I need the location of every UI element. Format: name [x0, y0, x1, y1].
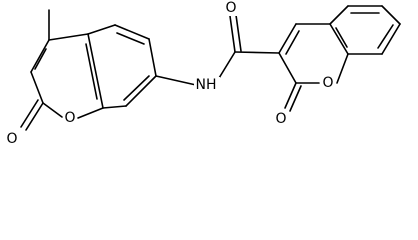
bond-c6-c7 [148, 38, 157, 77]
bond-c4a-c5 [87, 24, 116, 35]
atom-label-amide-nh: NH [196, 77, 217, 93]
bond-c7-c8-inner [123, 75, 150, 101]
bond-r-c2-o-b [289, 85, 302, 112]
bond-r-c7-c8 [381, 23, 401, 55]
structure-diagram: O O NH O O O [5, 0, 401, 147]
molecule-drawing: O O NH O O O [5, 0, 401, 147]
bond-c5-c6-inner [116, 32, 145, 45]
bond-carbonyl-o-b [235, 14, 242, 52]
bond-c7-c8 [125, 75, 157, 107]
bond-r-c4a-c5 [329, 5, 349, 25]
right-coumarin [278, 5, 401, 112]
bond-c4-c4a [48, 33, 89, 41]
bond-r-c7-c8-inner [377, 24, 394, 49]
bond-c8a-c4a [87, 33, 104, 109]
bond-carbonyl-c3 [234, 51, 280, 54]
bond-c2-o-b [20, 99, 39, 128]
bond-c8-c8a [102, 105, 127, 109]
bond-r-o1-c8a [336, 53, 349, 84]
atom-label-carbonyl-o-right: O [275, 111, 286, 127]
bond-r-c4a-c8a-inner [335, 27, 348, 48]
atom-label-carbonyl-o-left: O [6, 131, 17, 147]
bond-r-c2-o-a [284, 82, 297, 109]
bond-c8a-c4a-inner [85, 43, 98, 100]
bond-c4-c3-inner [34, 48, 47, 70]
bond-c7-n [155, 75, 197, 86]
bond-c5-c6 [114, 24, 150, 40]
bond-r-c3-c2 [278, 52, 297, 84]
bond-r-c3-c4-inner [285, 30, 300, 55]
atom-labels: O O NH O O O [5, 0, 335, 147]
atom-label-ring-o-left: O [64, 110, 75, 126]
left-coumarin [20, 9, 157, 131]
bond-c2-o-a [25, 102, 44, 131]
amide-linker [155, 14, 280, 86]
bond-r-c3-c4 [278, 23, 297, 54]
bond-c4-c3 [30, 39, 50, 73]
bond-r-c6-c7 [381, 5, 401, 25]
atom-label-amide-o: O [225, 0, 236, 16]
bond-c2-o1 [42, 102, 63, 118]
bond-c3-c2 [30, 71, 44, 104]
bond-o1-c8a [77, 107, 104, 119]
atom-label-ring-o-right: O [322, 75, 333, 91]
bond-carbonyl-o-a [229, 15, 236, 53]
bond-r-c8a-c4a [329, 23, 349, 55]
